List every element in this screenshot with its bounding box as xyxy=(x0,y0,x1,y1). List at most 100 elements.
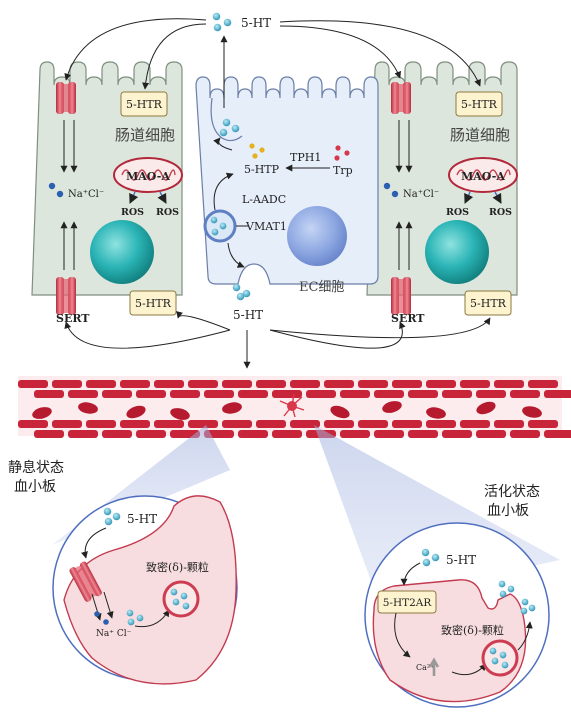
red-blood-cell-icon xyxy=(78,402,98,414)
vessel-wall-segment xyxy=(188,420,218,428)
ion-label: Ca²⁺ xyxy=(416,663,434,672)
granule-label: 致密(δ)-颗粒 xyxy=(441,623,504,637)
vessel-wall-segment xyxy=(340,390,370,398)
serotonin-label: 5-HT xyxy=(446,553,476,567)
ros-label: ROS xyxy=(156,207,179,218)
ion-label: Na⁺Cl⁻ xyxy=(68,189,104,200)
vessel-wall-segment xyxy=(290,380,320,388)
vessel-wall-segment xyxy=(222,420,252,428)
vessel-wall-segment xyxy=(494,380,524,388)
nucleus-icon xyxy=(425,220,489,284)
enzyme-label: MAO-A xyxy=(461,170,505,183)
vessel-wall-segment xyxy=(86,380,116,388)
red-blood-cell-icon xyxy=(222,402,242,414)
vesicle-icon xyxy=(162,580,200,618)
receptor-label: 5-HTR xyxy=(126,98,163,111)
vessel-wall-segment xyxy=(18,420,48,428)
mitochondrion-icon: MAO-A xyxy=(448,157,518,193)
vessel-wall-segment xyxy=(170,390,200,398)
sert-transporter-icon xyxy=(391,82,411,114)
ion-label: Na⁺Cl⁻ xyxy=(403,189,439,200)
vessel-wall-segment xyxy=(392,420,422,428)
vessel-wall-segment xyxy=(392,380,422,388)
vessel-wall-segment xyxy=(476,430,506,438)
sert-transporter-icon xyxy=(69,561,102,602)
vessel-wall-segment xyxy=(528,420,558,428)
intermediate-label: 5-HTP xyxy=(244,163,280,176)
vesicle-icon xyxy=(203,209,237,243)
vessel-wall-segment xyxy=(358,380,388,388)
red-blood-cell-icon xyxy=(426,407,446,419)
vessel-wall-segment xyxy=(528,380,558,388)
vesicle-icon xyxy=(481,639,519,677)
vessel-wall-segment xyxy=(442,430,472,438)
receptor-label: 5-HTR xyxy=(461,98,498,111)
sert-transporter-icon xyxy=(56,82,76,114)
vessel-wall-segment xyxy=(460,420,490,428)
vessel-wall-segment xyxy=(510,390,540,398)
vessel-wall-segment xyxy=(188,380,218,388)
vessel-wall-segment xyxy=(494,420,524,428)
vessel-wall-segment xyxy=(136,430,166,438)
panel-title: 血小板 xyxy=(487,503,529,519)
serotonin-label: 5-HT xyxy=(127,512,157,526)
red-blood-cell-icon xyxy=(126,405,146,419)
sert-transporter-icon xyxy=(391,277,411,315)
vessel-wall-segment xyxy=(374,390,404,398)
receptor-label: 5-HTR xyxy=(135,297,172,310)
receptor-label: 5-HTR xyxy=(470,297,507,310)
nucleus-icon xyxy=(287,206,347,266)
cell-label: EC细胞 xyxy=(299,280,344,295)
activated-platelet-panel: 5-HT 5-HT2AR Ca²⁺ 致密(δ)-颗粒 xyxy=(364,522,550,708)
red-blood-cell-icon xyxy=(476,401,496,415)
vessel-wall-segment xyxy=(256,420,286,428)
cell-label: 肠道细胞 xyxy=(115,126,175,144)
vessel-wall-segment xyxy=(544,430,571,438)
substrate-label: Trp xyxy=(333,164,353,177)
vessel-wall-segment xyxy=(408,430,438,438)
vessel-wall-segment xyxy=(68,430,98,438)
vessel-wall-segment xyxy=(442,390,472,398)
vessel-wall-segment xyxy=(120,380,150,388)
panel-title: 静息状态 xyxy=(8,459,64,476)
enterocyte-left: Na⁺Cl⁻ 5-HTR 肠道细胞 MAO-A ROS ROS 5-HTR SE… xyxy=(31,61,183,325)
enterocyte-right: Na⁺Cl⁻ 5-HTR 肠道细胞 MAO-A ROS ROS 5-HTR SE… xyxy=(366,61,518,325)
red-blood-cell-icon xyxy=(32,407,52,419)
vessel-wall-segment xyxy=(340,430,370,438)
vessel-wall-segment xyxy=(238,390,268,398)
vessel-wall-segment xyxy=(460,380,490,388)
ec-cell: TPH1 Trp 5-HTP L-AADC VMAT1 EC细胞 xyxy=(195,76,379,301)
vessel-wall-segment xyxy=(358,420,388,428)
transporter-label: VMAT1 xyxy=(245,220,287,233)
vessel-wall-segment xyxy=(426,380,456,388)
blood-vessel xyxy=(18,376,571,438)
vessel-wall-segment xyxy=(306,390,336,398)
enzyme-label: TPH1 xyxy=(290,151,321,164)
vessel-wall-segment xyxy=(204,390,234,398)
vessel-wall-segment xyxy=(476,390,506,398)
vessel-wall-segment xyxy=(154,420,184,428)
vessel-wall-segment xyxy=(256,380,286,388)
vessel-wall-segment xyxy=(34,390,64,398)
enzyme-label: L-AADC xyxy=(242,193,286,206)
enzyme-label: MAO-A xyxy=(126,170,170,183)
vessel-wall-segment xyxy=(374,430,404,438)
vessel-wall-segment xyxy=(136,390,166,398)
vessel-wall-segment xyxy=(68,390,98,398)
panel-title: 血小板 xyxy=(14,479,56,495)
ion-label: Na⁺ Cl⁻ xyxy=(96,629,132,639)
vessel-wall-segment xyxy=(222,380,252,388)
vessel-wall-segment xyxy=(52,420,82,428)
granule-label: 致密(δ)-颗粒 xyxy=(146,560,209,574)
serotonin-label: 5-HT xyxy=(233,308,263,322)
resting-platelet-panel: 5-HT Na⁺ Cl⁻ 致密(δ)-颗粒 xyxy=(52,495,238,685)
red-blood-cell-icon xyxy=(522,406,542,418)
vessel-wall-segment xyxy=(324,380,354,388)
red-blood-cell-icon xyxy=(170,408,190,420)
serotonin-label: 5-HT xyxy=(241,16,271,30)
vessel-wall-segment xyxy=(238,430,268,438)
vessel-wall-segment xyxy=(102,390,132,398)
vessel-wall-segment xyxy=(272,430,302,438)
